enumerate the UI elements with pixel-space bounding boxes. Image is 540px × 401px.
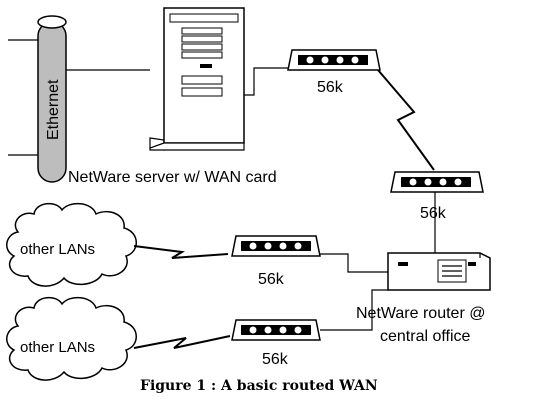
router-label-line2: central office: [380, 328, 471, 345]
modem-icon: [287, 49, 381, 71]
router-label-line1: NetWare router @: [356, 305, 485, 322]
figure-caption: Figure 1 : A basic routed WAN: [140, 378, 378, 394]
cloud-icon: [6, 296, 137, 381]
server-tower-icon: [149, 7, 245, 151]
ethernet-cable-icon: [8, 15, 67, 183]
ethernet-label: Ethernet: [45, 79, 62, 140]
modem-speed-label: 56k: [262, 351, 289, 368]
other-lans-label: other LANs: [20, 241, 95, 258]
router-box-icon: [387, 252, 491, 291]
cloud-icon: [6, 202, 137, 287]
modem-icon: [231, 319, 321, 341]
modem-speed-label: 56k: [420, 205, 447, 222]
other-lans-label: other LANs: [20, 339, 95, 356]
modem-speed-label: 56k: [258, 271, 285, 288]
modem-icon: [231, 235, 321, 257]
modem-speed-label: 56k: [317, 79, 344, 96]
modem-icon: [390, 171, 484, 193]
lightning-link-icon: [133, 335, 231, 349]
lightning-link-icon: [133, 245, 229, 259]
lightning-link-icon: [377, 69, 435, 171]
server-label: NetWare server w/ WAN card: [68, 169, 277, 186]
